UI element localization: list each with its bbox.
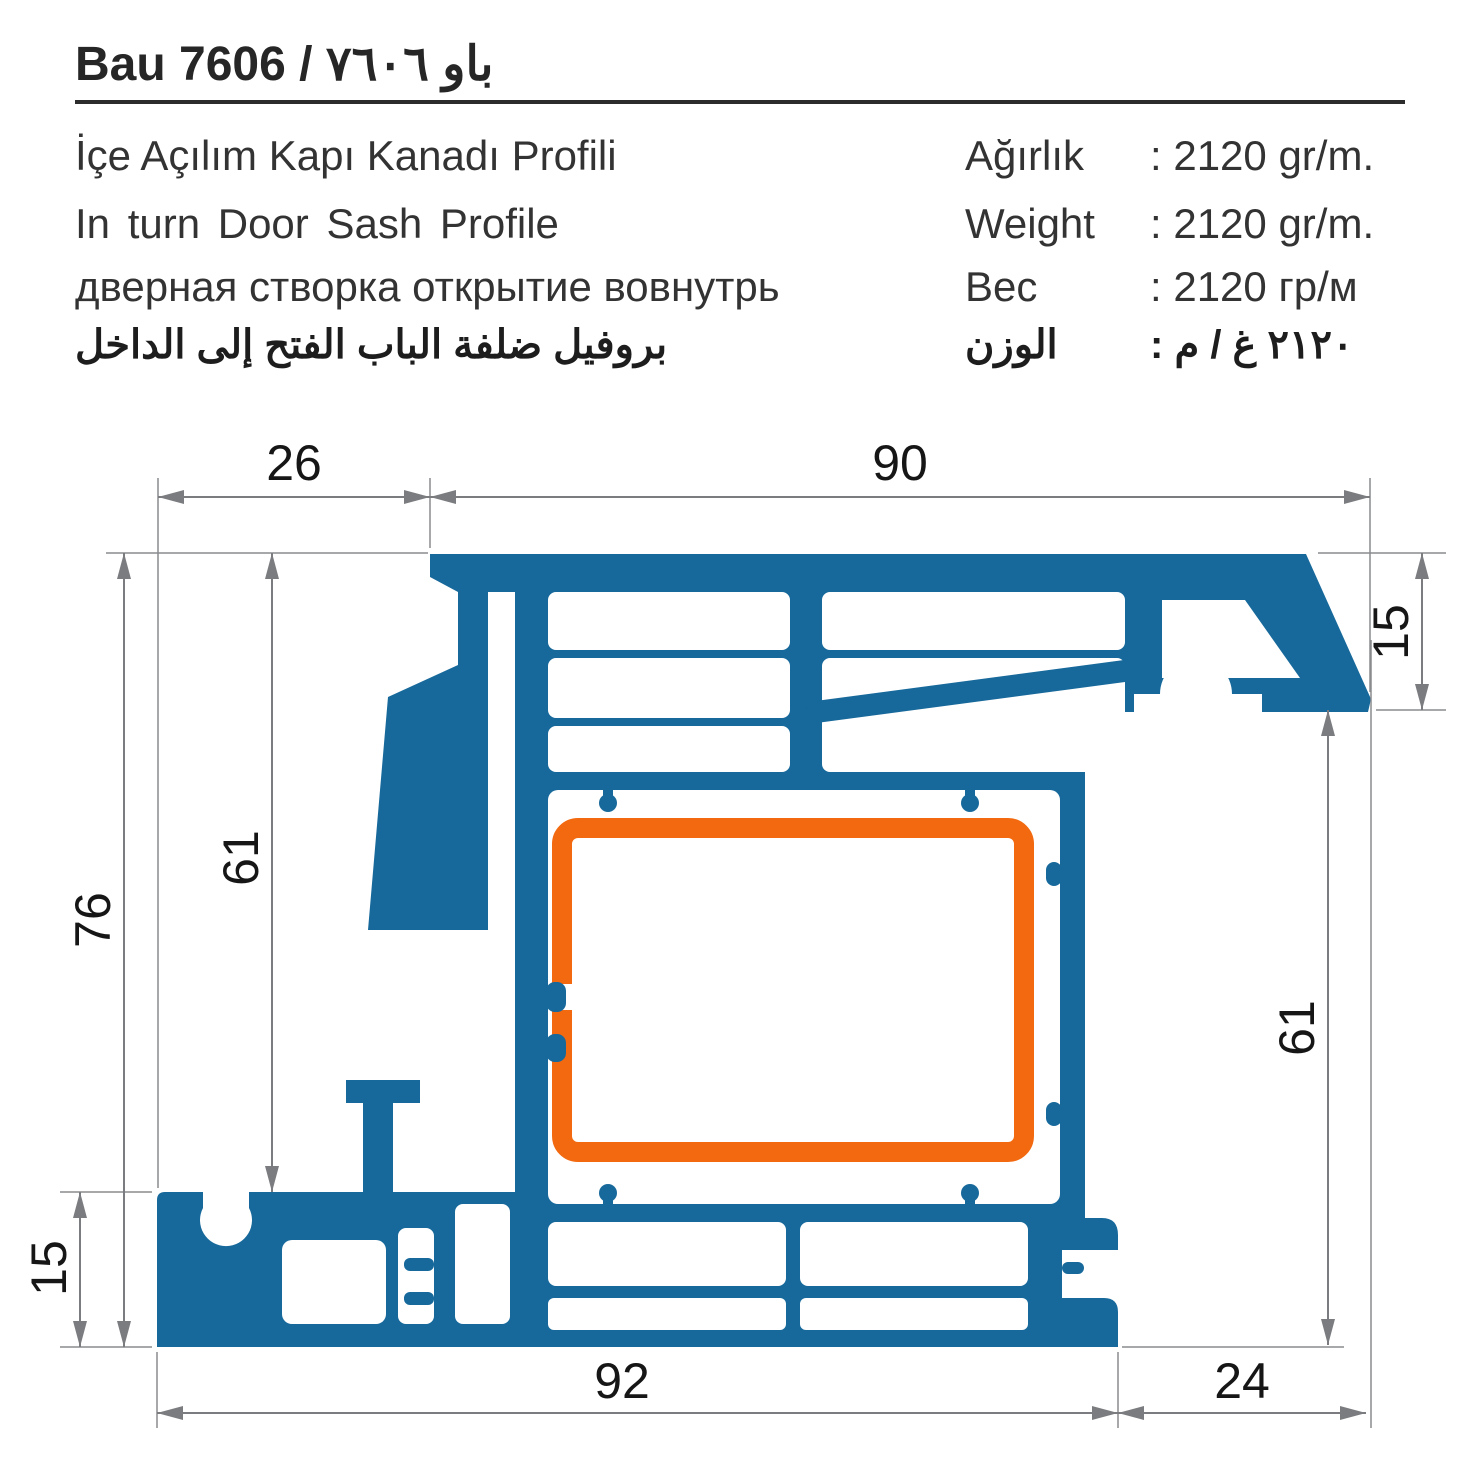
gasket-nubs: [404, 786, 1084, 1305]
dim-90-label: 90: [872, 435, 928, 491]
title-underline: [75, 100, 1405, 104]
dimension-arrowheads: [73, 490, 1429, 1420]
dim-24-label: 24: [1214, 1353, 1270, 1409]
profile-cross-section: [157, 554, 1371, 1347]
extension-lines: [60, 478, 1446, 1428]
dim-15-bottom-left-label: 15: [21, 1240, 77, 1296]
steel-reinforcement: [546, 818, 1034, 1162]
description-turkish: İçe Açılım Kapı Kanadı Profili: [75, 132, 617, 179]
weight-label-ar: الوزن: [965, 323, 1058, 367]
dim-92-label: 92: [594, 1353, 650, 1409]
dim-26-label: 26: [266, 435, 322, 491]
weight-value-tr: : 2120 gr/m.: [1150, 132, 1375, 179]
dim-61-left-label: 61: [213, 830, 269, 886]
dim-76-label: 76: [65, 892, 121, 948]
dimension-lines: [79, 496, 1423, 1414]
page-title: Bau 7606 / باو ٧٦٠٦: [75, 38, 494, 91]
weight-label-ru: Вес: [965, 263, 1038, 310]
description-russian: дверная створка открытие вовнутрь: [75, 263, 780, 310]
dimension-labels: 26 90 76 61 15 15 61 92 24: [21, 435, 1419, 1409]
description-english: In turn Door Sash Profile: [75, 200, 559, 247]
description-arabic: بروفيل ضلفة الباب الفتح إلى الداخل: [75, 323, 668, 367]
weight-value-en: : 2120 gr/m.: [1150, 200, 1375, 247]
weight-label-tr: Ağırlık: [965, 132, 1085, 179]
dim-61-right-label: 61: [1269, 1000, 1325, 1056]
weight-label-en: Weight: [965, 200, 1095, 247]
weight-value-ar: : ٢١٢٠ غ / م: [1150, 323, 1354, 367]
dim-15-top-right-label: 15: [1363, 604, 1419, 660]
weight-value-ru: : 2120 гр/м: [1150, 263, 1358, 310]
